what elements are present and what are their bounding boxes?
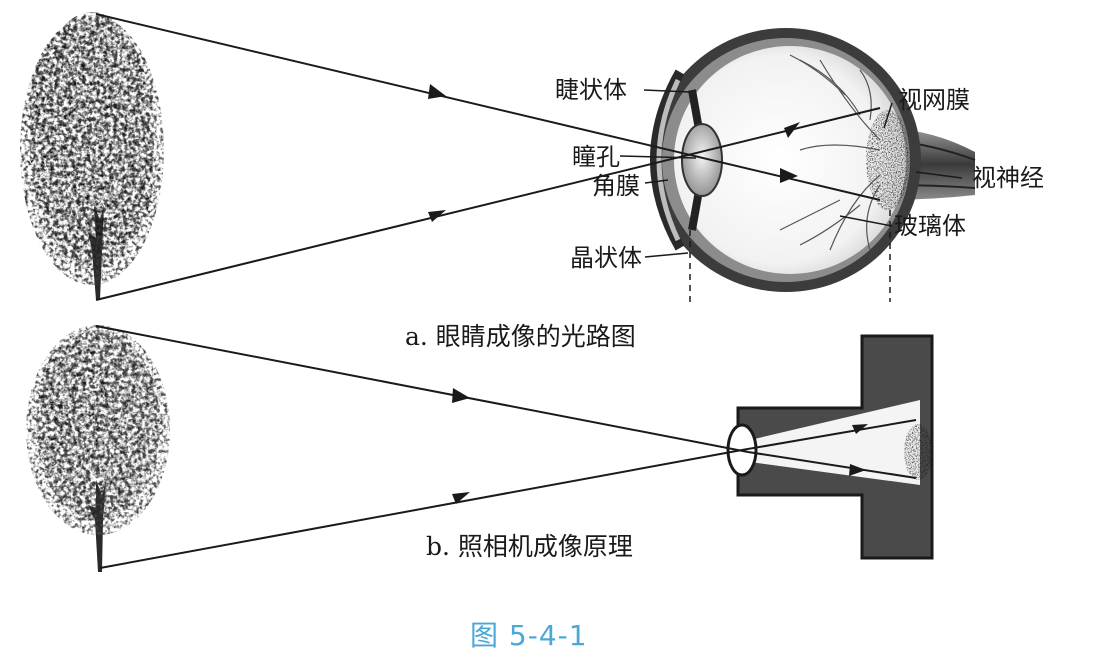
eyeball	[651, 28, 975, 292]
arrow-head	[428, 210, 446, 222]
label-pupil: 瞳孔	[572, 145, 620, 169]
lens-shape	[682, 124, 722, 196]
label-retina: 视网膜	[898, 88, 970, 112]
label-vitreous-body: 玻璃体	[894, 214, 966, 238]
tree-top	[20, 12, 164, 300]
caption-camera: b. 照相机成像原理	[426, 534, 633, 559]
ray-bottom-lower	[100, 450, 742, 568]
label-ciliary-body: 睫状体	[555, 78, 627, 102]
arrow-head	[452, 388, 470, 403]
caption-eye: a. 眼睛成像的光路图	[405, 324, 636, 349]
label-cornea: 角膜	[592, 174, 640, 198]
figure-number: 图 5-4-1	[470, 622, 588, 650]
label-optic-nerve: 视神经	[972, 166, 1044, 190]
tree-bottom	[26, 325, 170, 572]
label-lens: 晶状体	[570, 246, 642, 270]
